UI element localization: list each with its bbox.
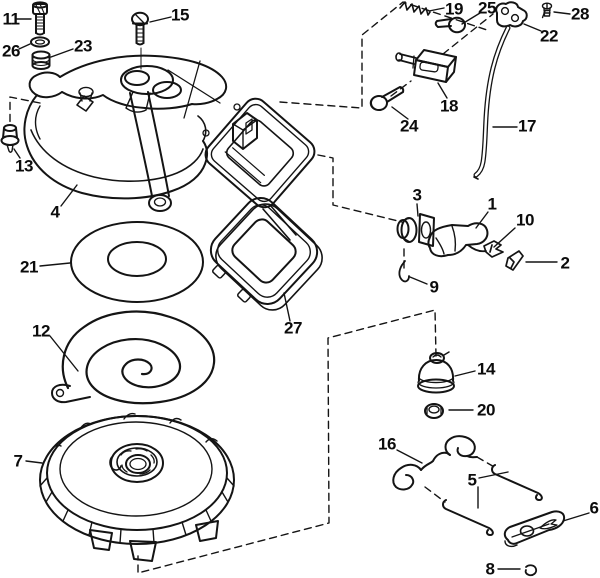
part-callout-3: 3	[412, 185, 422, 205]
part-callout-22: 22	[540, 26, 558, 46]
pin-25-drawing	[434, 16, 466, 34]
part-callout-25: 25	[478, 0, 496, 18]
part-callout-11: 11	[2, 9, 20, 29]
part-callout-17: 17	[518, 116, 536, 136]
dashed-construction-lines	[9, 1, 546, 574]
spring-19-drawing	[399, 1, 431, 16]
part-callout-4: 4	[50, 202, 60, 222]
part-callout-26: 26	[2, 41, 20, 61]
part-callout-7: 7	[13, 451, 23, 471]
clip-8-drawing	[524, 564, 538, 577]
part-callout-21: 21	[20, 257, 38, 277]
cap-14-drawing	[417, 351, 455, 394]
part-callout-19: 19	[445, 0, 463, 19]
screw-24-drawing	[369, 86, 405, 111]
bushing-3-drawing	[396, 213, 435, 247]
washer-21-drawing	[70, 221, 204, 303]
bolt-11-drawing	[32, 1, 48, 36]
part-callout-20: 20	[477, 400, 495, 420]
part-callout-24: 24	[400, 116, 418, 136]
seal-frame-27-drawing	[209, 197, 323, 311]
leader-lines	[13, 7, 590, 570]
screw-13-drawing	[0, 124, 20, 153]
pulley-7-drawing	[39, 412, 235, 562]
part-callout-6: 6	[589, 498, 599, 518]
spring-5a-drawing	[491, 464, 543, 501]
part-callout-9: 9	[429, 277, 439, 297]
part-callout-18: 18	[440, 96, 458, 116]
swivel-22-drawing	[495, 1, 528, 28]
handle-1-drawing	[427, 222, 489, 258]
part-callout-13: 13	[15, 156, 33, 176]
part-callout-10: 10	[516, 210, 534, 230]
hook-9-drawing	[398, 260, 410, 283]
part-callout-28: 28	[571, 4, 589, 24]
lockout-plunger-18-drawing	[395, 49, 457, 83]
wire-link-16-drawing	[392, 435, 478, 491]
part-callout-14: 14	[477, 359, 495, 379]
part-callout-16: 16	[378, 434, 396, 454]
part-callout-8: 8	[485, 559, 495, 578]
wedge-2-drawing	[505, 250, 524, 271]
part-callout-2: 2	[560, 253, 570, 273]
washer-26-drawing	[30, 36, 50, 48]
part-callout-23: 23	[74, 36, 92, 56]
part-callout-27: 27	[284, 318, 302, 338]
part-callout-15: 15	[171, 5, 189, 25]
part-callout-12: 12	[32, 321, 50, 341]
screw-15-drawing	[131, 11, 149, 70]
spiral-spring-12-drawing	[51, 310, 216, 405]
part-callout-5: 5	[467, 470, 477, 490]
part-callout-1: 1	[487, 194, 497, 214]
housing-4-drawing	[23, 54, 228, 212]
bushing-23-drawing	[31, 50, 51, 70]
nut-20-drawing	[424, 403, 444, 419]
latch-lever-6-drawing	[503, 510, 566, 548]
spring-5b-drawing	[442, 499, 494, 536]
mounting-plate-drawing	[202, 97, 316, 241]
lockout-rod-17-drawing	[473, 25, 511, 180]
rope-anchor-10-drawing	[483, 240, 504, 258]
